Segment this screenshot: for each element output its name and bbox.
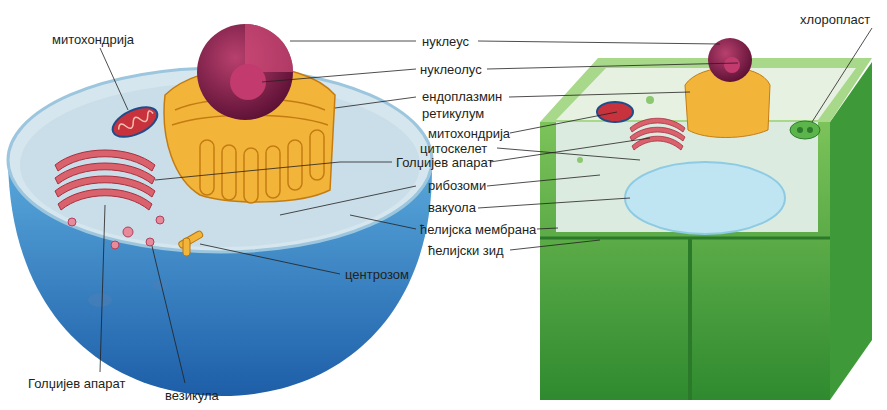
part-label: ћелијски зид	[428, 243, 504, 258]
part-label: митохондрија	[52, 32, 134, 47]
part-label: рибозоми	[428, 178, 486, 193]
part-label: нуклеус	[422, 34, 469, 49]
part-label: цитоскелет	[420, 141, 487, 156]
part-label: Голџијев апарат	[28, 376, 125, 391]
part-label: везикула	[165, 388, 219, 403]
part-label: нуклеолус	[420, 62, 482, 77]
part-label: центрозом	[345, 267, 409, 282]
part-label: хлоропласт	[800, 12, 870, 27]
part-label: митохондрија	[428, 126, 510, 141]
part-label: ендоплазмин ретикулум	[422, 88, 514, 122]
part-label: Голџијев апарат	[396, 155, 493, 170]
part-label: ћелијска мембрана	[420, 222, 536, 237]
part-label: вакуола	[428, 200, 476, 215]
